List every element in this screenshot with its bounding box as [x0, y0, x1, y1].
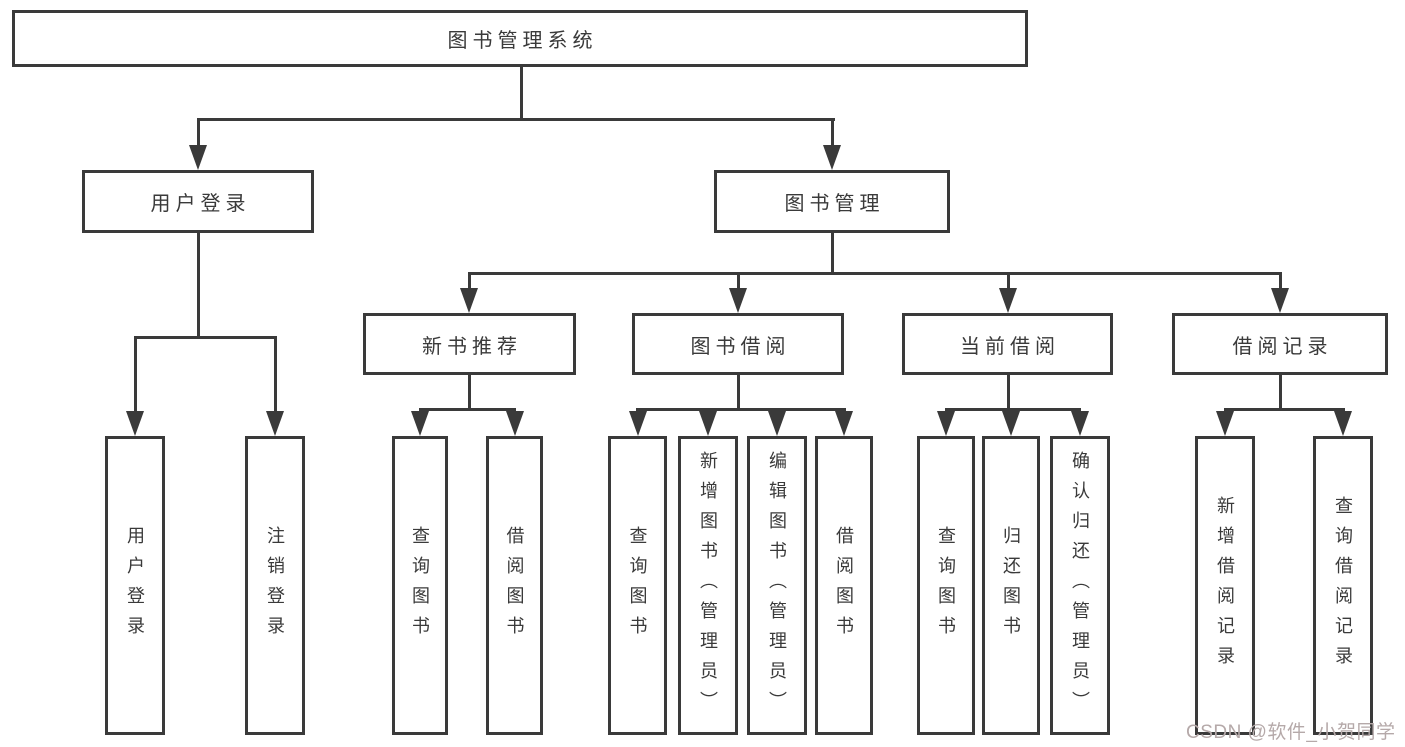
arrow-shaft: [736, 275, 740, 293]
leaf-records-add: 新增借阅记录: [1195, 436, 1255, 735]
arrowhead-down-icon: [823, 145, 841, 170]
leaf-current-query: 查询图书: [917, 436, 975, 735]
node-book-borrowing-label: 图书借阅: [690, 335, 791, 358]
arrowhead-down-icon: [1334, 411, 1352, 436]
node-book-management-label: 图书管理: [784, 193, 885, 215]
arrowhead-down-icon: [1002, 411, 1020, 436]
connector-line: [196, 233, 200, 339]
leaf-borrow-query: 查询图书: [608, 436, 667, 735]
leaf-newbook-query-label: 查询图书: [410, 525, 430, 646]
node-book-borrowing: 图书借阅: [632, 313, 844, 375]
leaf-borrow-add-admin: 新增图书（管理员）: [678, 436, 738, 735]
connector-line: [467, 272, 1282, 275]
leaf-newbook-borrow-label: 借阅图书: [504, 525, 525, 646]
arrowhead-down-icon: [768, 411, 786, 436]
arrow-shaft: [133, 339, 137, 416]
arrowhead-down-icon: [1271, 288, 1289, 313]
leaf-current-confirm-admin: 确认归还（管理员）: [1050, 436, 1110, 735]
node-borrow-records: 借阅记录: [1172, 313, 1388, 375]
node-user-login: 用户登录: [82, 170, 314, 233]
leaf-user-login: 用户登录: [105, 436, 165, 735]
leaf-records-query-label: 查询借阅记录: [1333, 495, 1353, 676]
arrowhead-down-icon: [1071, 411, 1089, 436]
leaf-borrow-edit-admin: 编辑图书（管理员）: [747, 436, 807, 735]
arrow-shaft: [1006, 275, 1010, 293]
connector-line: [736, 375, 740, 411]
arrowhead-down-icon: [937, 411, 955, 436]
leaf-records-add-label: 新增借阅记录: [1215, 495, 1235, 676]
connector-line: [520, 67, 523, 121]
arrow-shaft: [467, 275, 471, 293]
leaf-borrow-query-label: 查询图书: [627, 525, 648, 646]
leaf-borrow-edit-admin-label: 编辑图书（管理员）: [767, 450, 787, 721]
connector-line: [1223, 408, 1345, 411]
arrowhead-down-icon: [189, 145, 207, 170]
arrowhead-down-icon: [505, 411, 524, 436]
connector-line: [1006, 375, 1010, 411]
leaf-newbook-borrow: 借阅图书: [486, 436, 543, 735]
arrow-shaft: [273, 339, 277, 416]
leaf-logout: 注销登录: [245, 436, 305, 735]
arrowhead-down-icon: [266, 411, 284, 436]
leaf-current-query-label: 查询图书: [936, 525, 956, 646]
leaf-current-confirm-admin-label: 确认归还（管理员）: [1070, 450, 1090, 721]
leaf-current-return: 归还图书: [982, 436, 1040, 735]
node-user-login-label: 用户登录: [150, 193, 251, 215]
arrowhead-down-icon: [628, 411, 647, 436]
connector-line: [418, 408, 516, 411]
arrowhead-down-icon: [126, 411, 144, 436]
leaf-logout-label: 注销登录: [265, 525, 285, 646]
node-current-borrowing-label: 当前借阅: [960, 335, 1060, 358]
node-root-label: 图书管理系统: [447, 30, 598, 52]
node-book-management: 图书管理: [714, 170, 950, 233]
arrowhead-down-icon: [999, 288, 1017, 313]
node-root: 图书管理系统: [12, 10, 1028, 67]
node-new-book-recommend: 新书推荐: [363, 313, 576, 375]
arrowhead-down-icon: [1216, 411, 1234, 436]
leaf-records-query: 查询借阅记录: [1313, 436, 1373, 735]
leaf-borrow-borrow: 借阅图书: [815, 436, 873, 735]
connector-line: [1278, 375, 1282, 411]
connector-line: [467, 375, 471, 411]
leaf-user-login-label: 用户登录: [125, 525, 145, 646]
node-current-borrowing: 当前借阅: [902, 313, 1113, 375]
leaf-borrow-add-admin-label: 新增图书（管理员）: [698, 450, 718, 721]
node-new-book-recommend-label: 新书推荐: [422, 335, 522, 358]
leaf-borrow-borrow-label: 借阅图书: [834, 525, 854, 646]
watermark-text: CSDN @软件_小贺同学: [1186, 722, 1396, 743]
connector-line: [133, 336, 277, 339]
arrowhead-down-icon: [460, 288, 478, 313]
arrow-shaft: [1278, 275, 1282, 293]
connector-line: [830, 233, 834, 275]
node-borrow-records-label: 借阅记录: [1232, 335, 1333, 358]
connector-line: [196, 118, 835, 121]
arrowhead-down-icon: [699, 411, 717, 436]
connector-line: [944, 408, 1081, 411]
arrowhead-down-icon: [729, 288, 747, 313]
arrowhead-down-icon: [835, 411, 853, 436]
arrow-shaft: [830, 121, 834, 150]
arrowhead-down-icon: [411, 411, 429, 436]
leaf-newbook-query: 查询图书: [392, 436, 448, 735]
connector-line: [635, 408, 846, 411]
arrow-shaft: [196, 121, 200, 150]
leaf-current-return-label: 归还图书: [1001, 525, 1021, 646]
